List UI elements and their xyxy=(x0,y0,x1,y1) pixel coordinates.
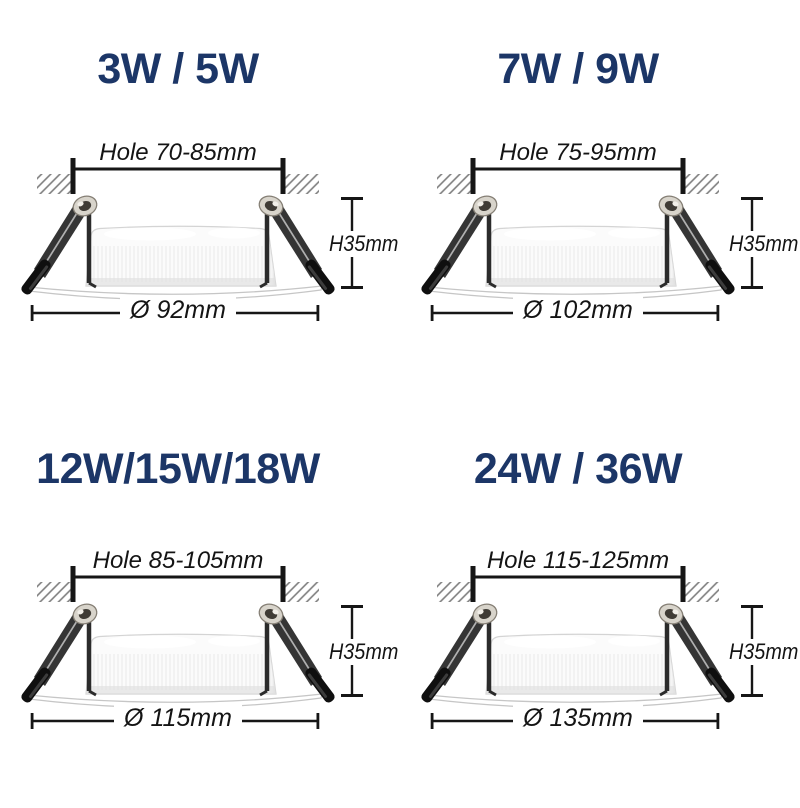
diameter-dimension-value: Ø 92mm xyxy=(120,296,236,324)
downlight-diagram: Hole 115-125mm H35mm Ø 135mm xyxy=(400,408,800,808)
hole-dimension-label: Hole 70-85mm xyxy=(99,139,257,166)
hole-dimension-label: Hole 75-95mm xyxy=(499,139,657,166)
spec-panel-12w-15w-18w: 12W/15W/18W Hole 85-105mm H35mm Ø 115mm xyxy=(0,400,401,800)
diameter-dimension-value: Ø 102mm xyxy=(513,296,643,324)
height-dimension-label: H35mm xyxy=(729,231,800,258)
diameter-dimension-label: Ø 92mm xyxy=(0,296,356,325)
downlight-diagram: Hole 70-85mm H35mm Ø 92mm xyxy=(0,0,401,400)
hole-dimension-label: Hole 85-105mm xyxy=(92,547,264,574)
wattage-title: 3W / 5W xyxy=(97,45,259,93)
downlight-drawing xyxy=(400,408,800,808)
spec-panel-3w-5w: 3W / 5W Hole 70-85mm H35mm Ø 92mm xyxy=(0,0,401,400)
diameter-dimension-value: Ø 135mm xyxy=(513,704,643,732)
height-dimension-label: H35mm xyxy=(729,639,800,666)
spec-panel-24w-36w: 24W / 36W Hole 115-125mm H35mm Ø 135mm xyxy=(400,400,800,800)
height-dimension-label: H35mm xyxy=(329,639,401,666)
downlight-diagram: Hole 75-95mm H35mm Ø 102mm xyxy=(400,0,800,400)
wattage-title: 12W/15W/18W xyxy=(36,445,320,493)
diameter-dimension-label: Ø 102mm xyxy=(400,296,756,325)
spec-panel-7w-9w: 7W / 9W Hole 75-95mm H35mm Ø 102mm xyxy=(400,0,800,400)
downlight-drawing xyxy=(0,408,400,808)
downlight-diagram: Hole 85-105mm H35mm Ø 115mm xyxy=(0,408,401,808)
diameter-dimension-value: Ø 115mm xyxy=(114,704,242,732)
diameter-dimension-label: Ø 135mm xyxy=(400,704,756,733)
downlight-drawing xyxy=(0,0,400,400)
wattage-title: 7W / 9W xyxy=(497,45,659,93)
diameter-dimension-label: Ø 115mm xyxy=(0,704,356,733)
height-dimension-label: H35mm xyxy=(329,231,401,258)
downlight-drawing xyxy=(400,0,800,400)
wattage-title: 24W / 36W xyxy=(473,445,683,493)
hole-dimension-label: Hole 115-125mm xyxy=(486,547,670,574)
